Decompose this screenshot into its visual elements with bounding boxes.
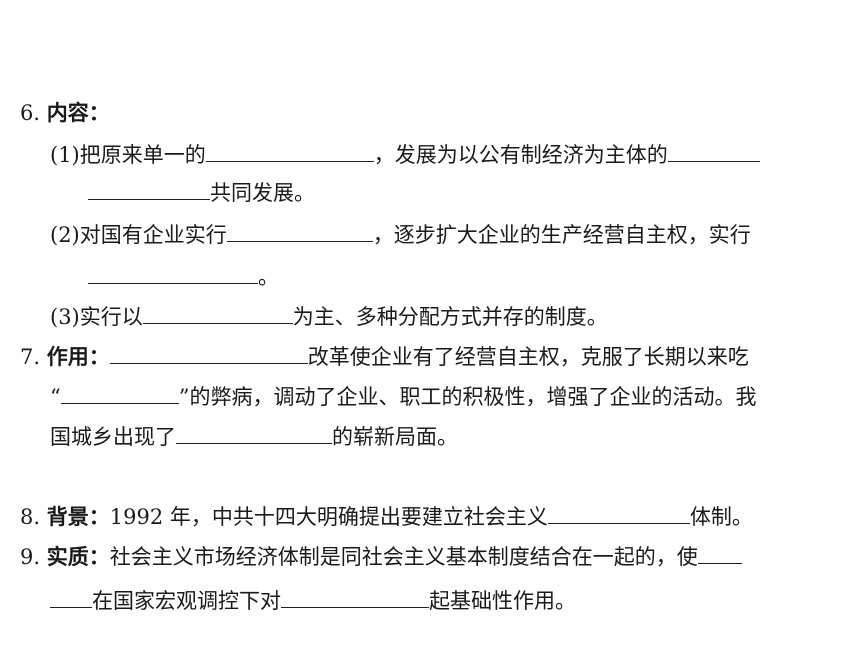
text: ”的弊病，调动了企业、职工的积极性，增强了企业的活动。我 [178, 385, 757, 409]
text: 改革使企业有了经营自主权，克服了长期以来吃 [307, 345, 749, 369]
item-7-line-1: 7. 作用： 改革使企业有了经营自主权，克服了长期以来吃 [20, 342, 749, 372]
text: 共同发展。 [210, 181, 315, 205]
item-6-3-line: (3)实行以 为主、多种分配方式并存的制度。 [50, 302, 608, 332]
item-label: 作用： [46, 345, 110, 369]
item-7-line-2: “ ”的弊病，调动了企业、职工的积极性，增强了企业的活动。我 [50, 382, 756, 412]
item-6-1-line-2: 共同发展。 [88, 178, 315, 208]
item-label: 实质： [46, 545, 110, 569]
text: (2)对国有企业实行 [50, 223, 227, 247]
text: 1992 年，中共十四大明确提出要建立社会主义 [109, 505, 548, 529]
text: 社会主义市场经济体制是同社会主义基本制度结合在一起的，使 [109, 545, 698, 569]
text: (3)实行以 [50, 305, 143, 329]
text: 起基础性作用。 [429, 589, 576, 613]
answer-blank[interactable] [547, 503, 690, 524]
text: 的崭新局面。 [332, 425, 458, 449]
answer-blank[interactable] [176, 423, 332, 444]
text: 。 [258, 265, 279, 289]
item-number: 9. [20, 545, 41, 569]
answer-blank[interactable] [109, 343, 308, 364]
answer-blank[interactable] [281, 587, 429, 608]
item-6-heading: 6. 内容： [20, 98, 110, 128]
answer-blank[interactable] [88, 179, 210, 200]
item-6-2-line-2: 。 [88, 262, 279, 292]
item-number: 6. [20, 101, 41, 125]
item-number: 8. [20, 505, 41, 529]
item-9-line-2: 在国家宏观调控下对 起基础性作用。 [50, 586, 576, 616]
item-9-line-1: 9. 实质：社会主义市场经济体制是同社会主义基本制度结合在一起的，使 [20, 542, 742, 572]
item-7-line-3: 国城乡出现了 的崭新局面。 [50, 422, 458, 452]
item-6-1-line-1: (1)把原来单一的 ，发展为以公有制经济为主体的 [50, 140, 760, 170]
answer-blank[interactable] [667, 141, 760, 162]
text: 为主、多种分配方式并存的制度。 [292, 305, 608, 329]
text: ，发展为以公有制经济为主体的 [373, 143, 668, 167]
item-6-2-line-1: (2)对国有企业实行 ，逐步扩大企业的生产经营自主权，实行 [50, 220, 751, 250]
text: (1)把原来单一的 [50, 143, 206, 167]
item-label: 背景： [46, 505, 110, 529]
item-number: 7. [20, 345, 41, 369]
item-8-line: 8. 背景：1992 年，中共十四大明确提出要建立社会主义 体制。 [20, 502, 753, 532]
text: ，逐步扩大企业的生产经营自主权，实行 [372, 223, 751, 247]
text: 国城乡出现了 [50, 425, 176, 449]
answer-blank[interactable] [88, 263, 258, 284]
item-label: 内容： [46, 101, 110, 125]
text: 体制。 [689, 505, 753, 529]
answer-blank[interactable] [226, 221, 373, 242]
answer-blank[interactable] [50, 587, 92, 608]
answer-blank[interactable] [697, 543, 742, 564]
text: 在国家宏观调控下对 [92, 589, 281, 613]
answer-blank[interactable] [60, 383, 179, 404]
answer-blank[interactable] [205, 141, 374, 162]
text: “ [50, 385, 61, 409]
answer-blank[interactable] [142, 303, 293, 324]
